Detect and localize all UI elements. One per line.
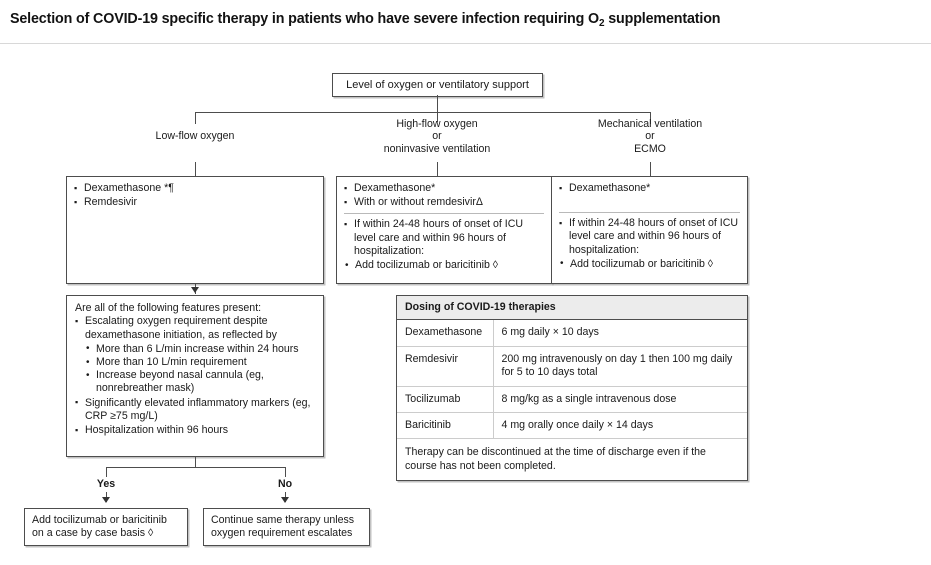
list-item: More than 6 L/min increase within 24 hou… [85,342,315,356]
mech-vent-bottom-list: If within 24-48 hours of onset of ICU le… [559,217,740,257]
branch-label-low-flow: Low-flow oxygen [115,130,275,142]
list-item: Remdesivir [74,196,316,209]
branch-label-high-flow-line2: or [432,130,442,143]
list-item: Dexamethasone *¶ [74,181,316,195]
outcome-box-no-content: Continue same therapy unless oxygen requ… [204,509,369,546]
decision-criteria-list-2: Significantly elevated inflammatory mark… [75,396,315,438]
table-row: Baricitinib 4 mg orally once daily × 14 … [397,412,747,440]
list-item: More than 10 L/min requirement [85,356,315,369]
root-node-label: Level of oxygen or ventilatory support [346,79,529,91]
high-flow-sub-list: Add tocilizumab or baricitinib ◊ [344,259,544,272]
list-item: Dexamethasone* [344,181,544,195]
branch-label-low-flow-line1: Low-flow oxygen [155,130,235,142]
outcome-box-yes-content: Add tocilizumab or baricitinib on a case… [25,509,187,546]
decision-criteria-list: Escalating oxygen requirement despite de… [75,315,315,341]
high-flow-divider [344,213,544,215]
dosing-drug-dose: 200 mg intravenously on day 1 then 100 m… [493,346,747,387]
connector-to-mech-vent-box [650,162,651,176]
no-label: No [277,478,293,490]
branch-label-mech-vent-line2: or [645,130,655,143]
page-title-subscript: 2 [599,18,605,29]
page-title-suffix: supplementation [604,11,721,27]
list-item: If within 24-48 hours of onset of ICU le… [344,218,544,258]
table-row: Remdesivir 200 mg intravenously on day 1… [397,346,747,387]
branch-label-high-flow-line1: High-flow oxygen [396,118,478,130]
connector-branch-right [650,112,651,124]
branch-label-high-flow: High-flow oxygen or noninvasive ventilat… [357,118,517,155]
treatment-box-mech-vent: Dexamethasone* If within 24-48 hours of … [551,176,748,284]
branch-label-mech-vent-line3: ECMO [634,142,666,155]
connector-no-branch [285,467,286,477]
mech-vent-top-list: Dexamethasone* [559,181,740,195]
arrow-yes-icon [101,497,110,503]
decision-box: Are all of the following features presen… [66,295,324,457]
dosing-drug-dose: 6 mg daily × 10 days [493,319,747,347]
dosing-drug-name: Tocilizumab [397,386,494,414]
yes-label: Yes [96,478,116,490]
dosing-table-footnote-row: Therapy can be discontinued at the time … [397,438,747,481]
branch-label-high-flow-line3: noninvasive ventilation [383,142,491,155]
decision-prompt: Are all of the following features presen… [75,302,262,314]
connector-branch-horizontal [195,112,651,113]
list-item: With or without remdesivirΔ [344,196,544,209]
treatment-box-mech-vent-content: Dexamethasone* If within 24-48 hours of … [552,177,747,277]
mech-vent-sub-list: Add tocilizumab or baricitinib ◊ [559,257,740,271]
outcome-no-text: Continue same therapy unless oxygen requ… [211,514,355,540]
mech-vent-divider [559,212,740,214]
page-title: Selection of COVID-19 specific therapy i… [10,11,721,29]
page-title-prefix: Selection of COVID-19 specific therapy i… [10,11,600,27]
outcome-box-no: Continue same therapy unless oxygen requ… [203,508,370,546]
dosing-drug-dose: 8 mg/kg as a single intravenous dose [493,386,747,414]
title-bar: Selection of COVID-19 specific therapy i… [0,0,931,44]
dosing-table-header: Dosing of COVID-19 therapies [397,296,747,321]
dosing-drug-name: Baricitinib [397,412,494,440]
connector-yes-no-horizontal [106,467,285,468]
dosing-table-footnote: Therapy can be discontinued at the time … [397,438,747,481]
branch-label-mech-vent: Mechanical ventilation or ECMO [570,118,730,155]
list-item: Hospitalization within 96 hours [75,424,315,437]
treatment-box-high-flow-content: Dexamethasone* With or without remdesivi… [337,177,551,278]
dosing-table-box: Dosing of COVID-19 therapies Dexamethaso… [396,295,748,482]
table-row: Tocilizumab 8 mg/kg as a single intraven… [397,386,747,414]
decision-box-content: Are all of the following features presen… [67,296,323,444]
arrow-no-icon [280,497,289,503]
list-item: Add tocilizumab or baricitinib ◊ [559,257,740,271]
table-row: Dexamethasone 6 mg daily × 10 days [397,319,747,347]
root-node-box: Level of oxygen or ventilatory support [332,73,543,97]
treatment-box-low-flow-content: Dexamethasone *¶ Remdesivir [67,177,323,215]
branch-label-mech-vent-line1: Mechanical ventilation [597,118,703,130]
dosing-table-header-row: Dosing of COVID-19 therapies [397,296,747,321]
dosing-drug-dose: 4 mg orally once daily × 14 days [493,412,747,440]
dosing-table: Dosing of COVID-19 therapies Dexamethaso… [397,296,747,481]
list-item: Significantly elevated inflammatory mark… [75,396,315,423]
connector-to-low-flow-box [195,162,196,176]
arrow-to-decision-icon [190,287,199,293]
connector-branch-left [195,112,196,124]
outcome-yes-text: Add tocilizumab or baricitinib on a case… [32,514,167,540]
connector-branch-mid [437,112,438,122]
connector-root-down [437,95,438,112]
list-item: Add tocilizumab or baricitinib ◊ [344,259,544,272]
list-item: Dexamethasone* [559,181,740,195]
connector-to-high-flow-box [437,162,438,176]
treatment-box-low-flow: Dexamethasone *¶ Remdesivir [66,176,324,284]
outcome-box-yes: Add tocilizumab or baricitinib on a case… [24,508,188,546]
dosing-drug-name: Dexamethasone [397,319,494,347]
dosing-drug-name: Remdesivir [397,346,494,387]
treatment-box-high-flow: Dexamethasone* With or without remdesivi… [336,176,552,284]
list-item: Increase beyond nasal cannula (eg, nonre… [85,369,315,395]
high-flow-bottom-list: If within 24-48 hours of onset of ICU le… [344,218,544,258]
connector-yes-branch [106,467,107,477]
low-flow-item-list: Dexamethasone *¶ Remdesivir [74,181,316,209]
list-item: Escalating oxygen requirement despite de… [75,315,315,341]
decision-sub-criteria-list: More than 6 L/min increase within 24 hou… [85,342,315,396]
connector-decision-down [195,457,196,467]
list-item: If within 24-48 hours of onset of ICU le… [559,217,740,257]
high-flow-top-list: Dexamethasone* With or without remdesivi… [344,181,544,209]
